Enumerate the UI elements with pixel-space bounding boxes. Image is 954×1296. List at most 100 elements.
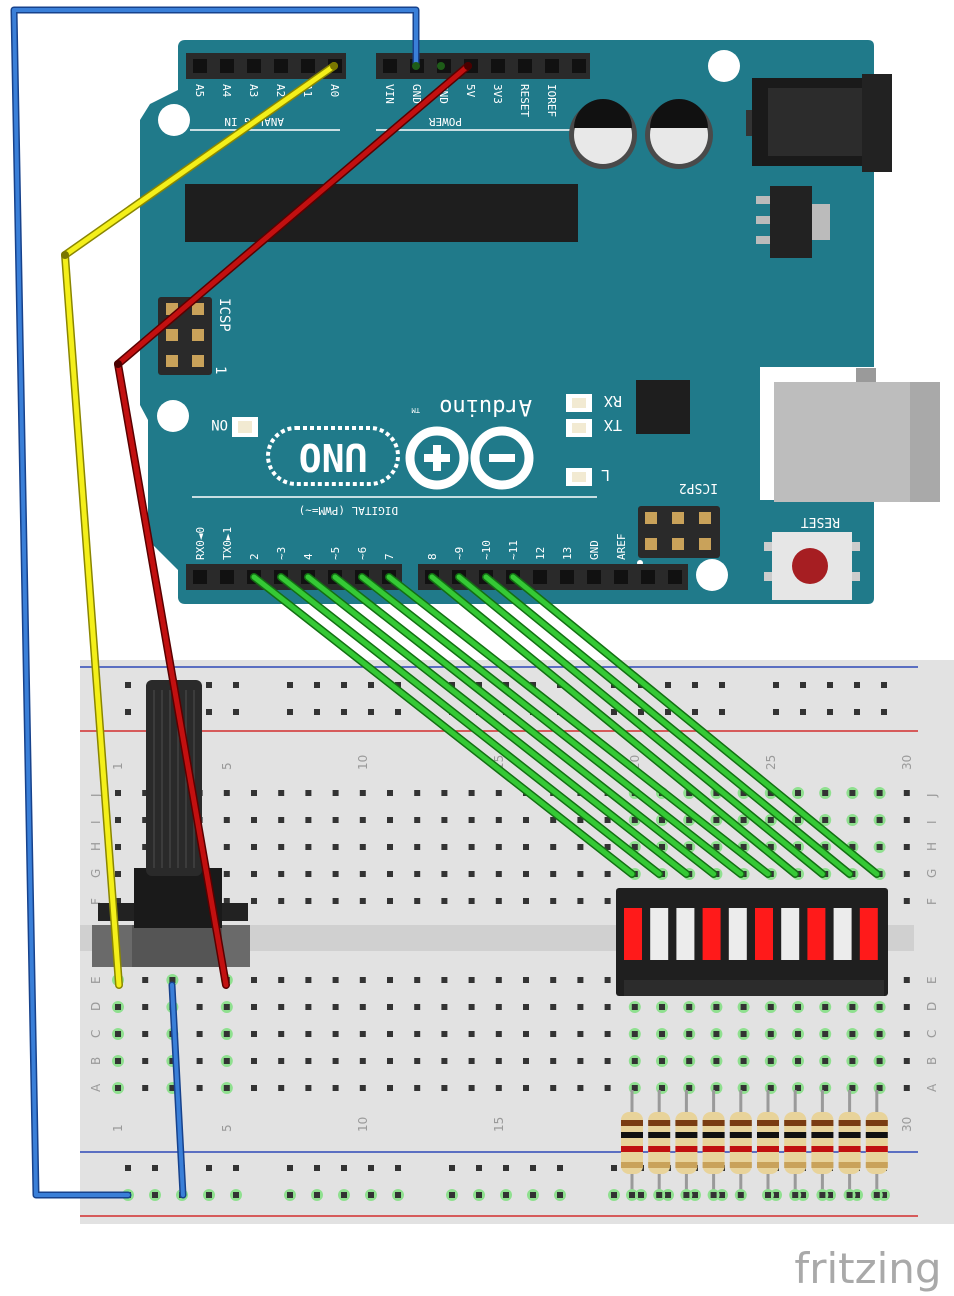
row-letter: E: [925, 976, 939, 984]
signal-wire-core: [278, 574, 662, 877]
led-segment: [624, 908, 642, 960]
capacitor: [569, 99, 637, 169]
signal-wire-core: [429, 574, 798, 877]
signal-wire-core: [386, 574, 771, 877]
column-number: 15: [492, 1117, 506, 1132]
digital-pin-label: ~11: [507, 540, 520, 560]
arduino-wordmark: Arduino: [439, 394, 532, 419]
digital-pin-label: ~9: [453, 547, 466, 560]
resistor: [648, 1112, 671, 1174]
digital-pin-label: RX0◄0: [194, 527, 207, 560]
power-label: POWER: [429, 115, 462, 128]
column-number: 1: [111, 762, 125, 770]
row-letter: C: [925, 1030, 939, 1038]
icsp2-label: ICSP2: [679, 480, 718, 495]
arduino-infinity-logo: [405, 426, 534, 490]
analog-pin-label: A0: [328, 84, 341, 97]
digital-pin-label: 2: [248, 553, 261, 560]
row-letter: E: [89, 976, 103, 984]
signal-wire-core: [456, 574, 825, 877]
resistor: [702, 1112, 725, 1174]
resistor: [675, 1112, 698, 1174]
uno-logo-outline: [266, 426, 400, 486]
digital-pin-label: ~5: [329, 547, 342, 560]
power-pin-label: VIN: [383, 84, 396, 104]
row-letter: H: [925, 842, 939, 851]
led-segment: [833, 908, 852, 960]
icsp2-header: [638, 506, 720, 558]
row-letter: B: [89, 1057, 103, 1065]
capacitor: [645, 99, 713, 169]
row-letter: G: [89, 869, 103, 878]
row-letter: H: [89, 842, 103, 851]
usb-chip: [636, 380, 690, 434]
digital-pin-label: ~6: [356, 547, 369, 560]
resistor: [729, 1112, 752, 1174]
digital-label: DIGITAL (PWM=~): [299, 504, 398, 517]
power-pin-label: IOREF: [545, 84, 558, 117]
led-segment: [728, 908, 747, 960]
row-letter: G: [925, 869, 939, 878]
reset-button[interactable]: [764, 532, 860, 600]
column-number: 30: [900, 1117, 914, 1132]
row-letter: F: [925, 898, 939, 905]
analog-pin-label: A2: [274, 84, 287, 97]
signal-wire-core: [305, 574, 689, 877]
column-number: 5: [220, 1124, 234, 1132]
led-segment: [650, 908, 669, 960]
l-label: L: [601, 466, 610, 484]
digital-pin-label: TX0►1: [221, 527, 234, 560]
reset-label: RESET: [801, 514, 840, 529]
column-number: 5: [220, 762, 234, 770]
row-letter: A: [89, 1083, 103, 1092]
signal-wire-core: [483, 574, 853, 877]
gnd-wire-core: [12, 8, 418, 1197]
led-segment: [781, 908, 800, 960]
digital-pin-label: ~10: [480, 540, 493, 560]
uno-logo-text: UNO: [299, 435, 368, 479]
led-segment: [702, 908, 721, 960]
analog-pin-label: A5: [193, 84, 206, 97]
row-letter: I: [925, 820, 939, 824]
digital-pin-label: GND: [588, 540, 601, 560]
led-segment: [676, 908, 695, 960]
voltage-regulator: [756, 186, 830, 258]
resistor: [784, 1112, 807, 1174]
row-letter: J: [89, 793, 103, 798]
digital-pin-label: AREF: [615, 534, 628, 561]
led-signal-wires: [250, 573, 881, 878]
tx-label: TX: [604, 416, 622, 434]
mounting-hole: [708, 50, 740, 82]
led-segment: [807, 908, 826, 960]
row-letter: I: [89, 820, 103, 824]
resistor: [757, 1112, 779, 1174]
led-bar-graph: [616, 888, 888, 996]
row-letter: D: [89, 1002, 103, 1011]
digital-pin-label: 13: [561, 547, 574, 560]
column-number: 1: [111, 1124, 125, 1132]
microcontroller-chip: [185, 184, 578, 242]
digital-pin-label: 4: [302, 553, 315, 560]
trademark: TM: [412, 406, 420, 414]
resistor: [838, 1112, 861, 1174]
power-header: [376, 53, 590, 79]
resistor: [621, 1112, 643, 1174]
digital-pin-label: 8: [426, 553, 439, 560]
rx-label: RX: [604, 392, 622, 410]
signal-wire-core: [332, 574, 717, 877]
resistors: [621, 1090, 888, 1201]
breadboard-holes: [112, 682, 910, 1201]
column-number: 25: [764, 755, 778, 770]
power-pin-label: RESET: [518, 84, 531, 117]
on-label: ON: [211, 416, 228, 432]
led-segment: [859, 908, 878, 960]
digital-pin-label: ~3: [275, 547, 288, 560]
row-letter: A: [925, 1083, 939, 1092]
signal-wire-core: [251, 574, 635, 877]
icsp-pin1-label: 1: [212, 366, 228, 374]
mounting-hole: [158, 104, 190, 136]
